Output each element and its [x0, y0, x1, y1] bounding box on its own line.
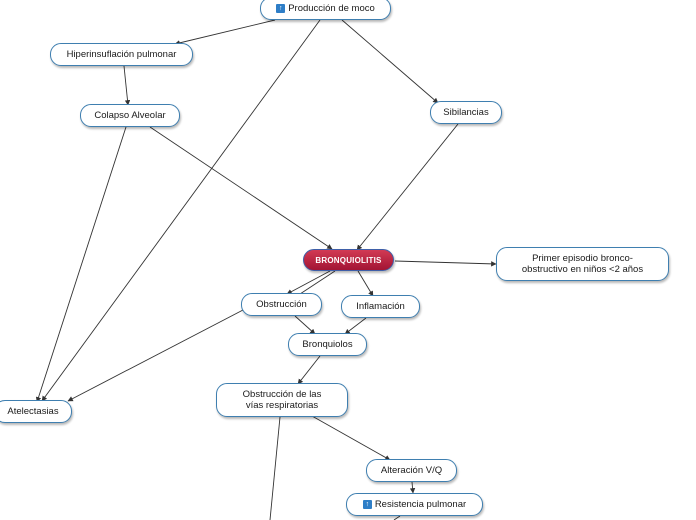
connector-line [286, 270, 331, 295]
connector-line [294, 315, 316, 335]
connector-line [409, 481, 416, 494]
connector-line [269, 416, 281, 520]
node-label: Inflamación [356, 301, 405, 312]
node-label: Colapso Alveolar [94, 110, 166, 121]
connector-line [149, 126, 333, 250]
connector-line [393, 515, 401, 520]
node-resistencia-pulmonar[interactable]: ↑ Resistencia pulmonar [346, 493, 483, 516]
node-label: Resistencia pulmonar [374, 499, 467, 510]
node-colapso-alveolar[interactable]: Colapso Alveolar [80, 104, 180, 127]
connector-line [341, 19, 439, 104]
node-alteracion-vq[interactable]: Alteración V/Q [366, 459, 457, 482]
connector-line [67, 309, 244, 402]
node-atelectasias[interactable]: Atelectasias [0, 400, 72, 423]
connector-line [41, 19, 321, 402]
connector-line [299, 270, 336, 295]
connector-line [123, 65, 131, 106]
connector-line [356, 123, 459, 251]
node-label: Atelectasias [7, 406, 59, 417]
node-label: Producción de moco [288, 3, 375, 14]
node-bronquiolitis-central[interactable]: BRONQUIOLITIS [303, 249, 394, 271]
node-hiperinsuflacion-pulmonar[interactable]: Hiperinsuflación pulmonar [50, 43, 193, 66]
node-obstruccion[interactable]: Obstrucción [241, 293, 322, 316]
node-label: BRONQUIOLITIS [315, 255, 382, 265]
up-arrow-icon: ↑ [276, 4, 286, 13]
node-label: Bronquiolos [302, 339, 353, 350]
connector-line [344, 317, 367, 335]
node-sibilancias[interactable]: Sibilancias [430, 101, 502, 124]
node-label: Sibilancias [443, 107, 489, 118]
node-label: Obstrucción de las vías respiratorias [242, 389, 322, 411]
node-label: Obstrucción [256, 299, 307, 310]
connector-line [357, 270, 374, 297]
connector-line [311, 415, 391, 461]
node-label: Alteración V/Q [380, 465, 443, 476]
node-inflamacion[interactable]: Inflamación [341, 295, 420, 318]
up-arrow-icon: ↑ [362, 500, 372, 509]
connector-line [35, 126, 127, 403]
node-label: Primer episodio bronco-obstructivo en ni… [521, 253, 644, 275]
connectors [35, 19, 497, 520]
node-obstruccion-vias-respiratorias[interactable]: Obstrucción de las vías respiratorias [216, 383, 348, 417]
node-primer-episodio[interactable]: Primer episodio bronco-obstructivo en ni… [496, 247, 669, 281]
node-produccion-moco[interactable]: ↑ Producción de moco [260, 0, 391, 20]
connector-line [297, 355, 321, 385]
connector-line [174, 19, 276, 46]
node-bronquiolos[interactable]: Bronquiolos [288, 333, 367, 356]
node-label: Hiperinsuflación pulmonar [66, 49, 177, 60]
connector-line [394, 260, 497, 267]
